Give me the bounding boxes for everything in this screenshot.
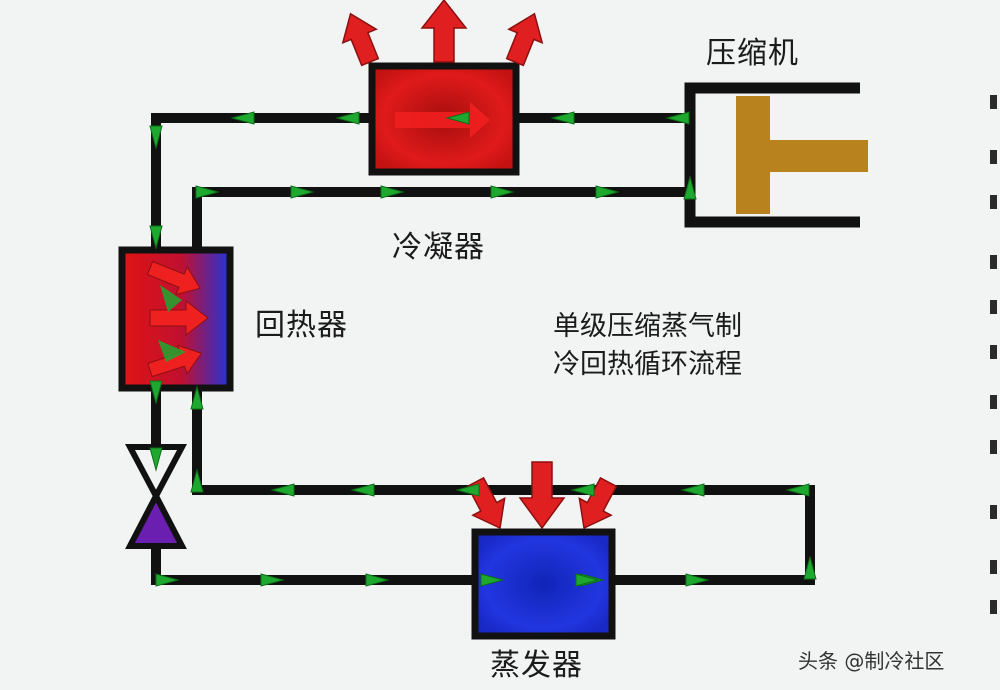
flow-arrow <box>685 573 710 587</box>
flow-arrow <box>550 111 575 125</box>
flow-arrow <box>803 555 817 580</box>
regenerator-label: 回热器 <box>255 308 348 343</box>
flow-arrow <box>445 111 470 125</box>
flow-arrow <box>155 573 180 587</box>
diagram-title: 单级压缩蒸气制 冷回热循环流程 <box>553 308 742 384</box>
edge-tick <box>990 255 997 269</box>
flow-arrow <box>149 447 163 472</box>
edge-tick <box>990 505 997 519</box>
flow-arrow <box>595 185 620 199</box>
flow-arrow <box>270 483 295 497</box>
title-line-1: 单级压缩蒸气制 <box>553 311 742 342</box>
flow-arrow <box>570 483 595 497</box>
flow-arrow <box>190 468 204 493</box>
flow-arrow <box>149 225 163 250</box>
cropped-edge-strip <box>988 0 1000 690</box>
regen-green-patches <box>158 285 186 362</box>
flow-arrow <box>260 573 285 587</box>
regen-heat-arrows <box>146 260 209 378</box>
edge-tick <box>990 345 997 359</box>
compressor-label: 压缩机 <box>706 36 799 71</box>
flow-arrow <box>350 483 375 497</box>
flow-arrow <box>190 385 204 410</box>
pipe-evap-out <box>192 383 815 585</box>
compressor-cylinder <box>684 82 860 228</box>
evaporator-label: 蒸发器 <box>490 648 583 683</box>
edge-tick <box>990 395 997 409</box>
flow-arrow <box>365 573 390 587</box>
watermark: 头条 @制冷社区 <box>798 649 945 673</box>
compressor <box>684 82 868 228</box>
evaporator-box <box>471 528 616 640</box>
flow-arrow <box>195 185 220 199</box>
condenser-label: 冷凝器 <box>392 230 485 265</box>
flow-arrow <box>785 483 810 497</box>
heat-release-arrows <box>341 0 544 67</box>
flow-arrow <box>380 185 405 199</box>
flow-arrow <box>683 175 697 200</box>
edge-tick <box>990 150 997 164</box>
piston-icon <box>736 96 868 214</box>
edge-tick <box>990 600 997 614</box>
pipe-valve-to-evap <box>151 543 480 585</box>
edge-tick <box>990 195 997 209</box>
edge-tick <box>990 560 997 574</box>
edge-tick <box>990 95 997 109</box>
edge-tick <box>990 300 997 314</box>
condenser-inner-arrow <box>395 102 490 138</box>
flow-arrow <box>335 111 360 125</box>
flow-arrow <box>490 185 515 199</box>
flow-direction-arrows <box>149 111 817 587</box>
flow-arrow <box>480 573 505 587</box>
edge-tick <box>990 440 997 454</box>
flow-arrow <box>149 380 163 405</box>
flow-arrow <box>290 185 315 199</box>
flow-arrow <box>680 483 705 497</box>
flow-arrow <box>665 111 690 125</box>
heat-absorb-arrows <box>466 461 618 530</box>
flow-arrow <box>149 125 163 150</box>
flow-arrow <box>230 111 255 125</box>
flow-arrow <box>455 483 480 497</box>
title-line-2: 冷回热循环流程 <box>553 349 742 380</box>
flow-arrow <box>575 573 600 587</box>
